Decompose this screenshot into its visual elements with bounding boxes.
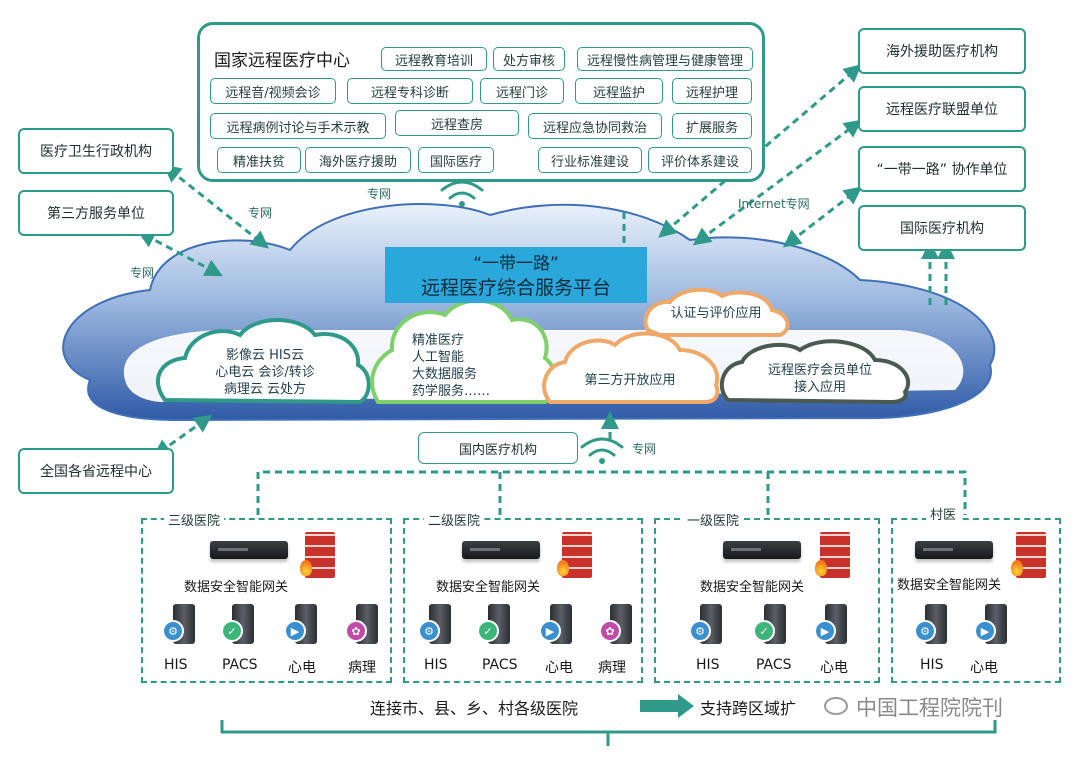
cloud-services-line: 影像云 HIS云 xyxy=(226,348,304,363)
gateway-server-icon xyxy=(915,541,993,559)
bottom-arrow-icon xyxy=(640,694,694,718)
domestic-institutions-box: 国内医疗机构 xyxy=(418,432,578,464)
service-chip: 远程查房 xyxy=(395,110,519,136)
gateway-server-icon xyxy=(210,541,288,559)
platform-title-box xyxy=(385,247,647,303)
service-chip: 评价体系建设 xyxy=(648,147,752,173)
gateway-label: 数据安全智能网关 xyxy=(700,580,805,595)
service-chip: 国际医疗 xyxy=(418,147,494,173)
cert-app-label: 认证与评价应用 xyxy=(670,306,762,321)
gateway-label: 数据安全智能网关 xyxy=(184,580,289,595)
bottom-left-caption: 连接市、县、乡、村各级医院 xyxy=(370,699,579,718)
hospital-title: 三级医院 xyxy=(164,510,225,529)
check-icon: ✓ xyxy=(753,620,775,642)
sub-cloud-cert xyxy=(643,287,790,337)
flame-icon xyxy=(300,560,312,576)
video-icon: ▶ xyxy=(284,620,306,642)
cloud-services-line: 病理云 云处方 xyxy=(223,382,307,397)
cloud-ai-line: 药学服务…… xyxy=(412,384,491,399)
gateway-label: 数据安全智能网关 xyxy=(897,578,1002,593)
gateway-server-icon xyxy=(462,541,540,559)
system-label-pacs: PACS xyxy=(482,657,518,673)
check-icon: ✓ xyxy=(477,620,499,642)
service-chip: 扩展服务 xyxy=(672,113,752,139)
system-label-ecg: 心电 xyxy=(545,660,573,676)
cloud-ai-line: 精准医疗 xyxy=(412,333,465,348)
platform-title-line1: “一带一路” xyxy=(473,254,559,274)
system-label-pathology: 病理 xyxy=(348,660,376,676)
private-net-label: 专网 xyxy=(248,206,273,220)
hospital-title: 一级医院 xyxy=(683,510,744,529)
service-chip: 远程应急协同救治 xyxy=(528,113,662,139)
private-net-label: 专网 xyxy=(632,442,657,456)
service-chip: 远程专科诊断 xyxy=(347,78,473,104)
alliance-box: 远程医疗联盟单位 xyxy=(858,86,1026,132)
video-icon: ▶ xyxy=(814,620,836,642)
system-label-pathology: 病理 xyxy=(598,660,626,676)
hospital-title: 村医 xyxy=(926,504,961,523)
service-chip: 远程慢性病管理与健康管理 xyxy=(577,47,753,71)
pathology-icon: ✿ xyxy=(345,620,367,642)
wifi-icon-top xyxy=(440,180,484,207)
watermark-text: 中国工程院院刊 xyxy=(856,696,1003,720)
private-net-label: 专网 xyxy=(130,266,155,280)
private-net-label: 专网 xyxy=(367,187,392,201)
gear-icon: ⚙ xyxy=(162,620,184,642)
belt-road-box: “一带一路” 协作单位 xyxy=(858,146,1026,192)
intl-medical-box: 国际医疗机构 xyxy=(858,205,1026,251)
gateway-label: 数据安全智能网关 xyxy=(436,580,541,595)
system-label-ecg: 心电 xyxy=(820,660,848,676)
cloud-ai-line: 大数据服务 xyxy=(412,367,478,382)
service-chip: 远程音/视频会诊 xyxy=(210,78,336,104)
health-admin-box: 医疗卫生行政机构 xyxy=(18,128,174,174)
member-app-line: 远程医疗会员单位 xyxy=(767,363,872,378)
wifi-icon-domestic xyxy=(580,437,624,464)
provincial-center-box: 全国各省远程中心 xyxy=(18,448,174,494)
overseas-aid-box: 海外援助医疗机构 xyxy=(858,28,1026,74)
service-chip: 远程门诊 xyxy=(480,78,564,104)
third-party-app-label: 第三方开放应用 xyxy=(584,373,676,388)
platform-title-line2: 远程医疗综合服务平台 xyxy=(420,277,611,299)
system-label-his: HIS xyxy=(164,657,188,673)
cloud-services-line: 心电云 会诊/转诊 xyxy=(215,365,315,380)
service-chip: 远程监护 xyxy=(575,78,663,104)
system-label-ecg: 心电 xyxy=(970,660,998,676)
flame-icon xyxy=(1011,560,1023,576)
hospital-title: 二级医院 xyxy=(424,510,485,529)
system-label-ecg: 心电 xyxy=(288,660,316,676)
system-label-his: HIS xyxy=(696,657,720,673)
service-chip: 远程教育培训 xyxy=(381,47,487,71)
flame-icon xyxy=(557,560,569,576)
check-icon: ✓ xyxy=(221,620,243,642)
flame-icon xyxy=(815,560,827,576)
third-party-box: 第三方服务单位 xyxy=(18,190,174,236)
gear-icon: ⚙ xyxy=(914,620,936,642)
system-label-pacs: PACS xyxy=(222,657,258,673)
service-chip: 远程病例讨论与手术示教 xyxy=(210,113,386,139)
video-icon: ▶ xyxy=(539,620,561,642)
watermark-chat-icon xyxy=(824,697,848,715)
cloud-ai-line: 人工智能 xyxy=(412,350,465,365)
bottom-bracket xyxy=(220,720,997,746)
system-label-his: HIS xyxy=(424,657,448,673)
internet-net-label: Internet专网 xyxy=(738,197,810,211)
service-chip: 行业标准建设 xyxy=(538,147,642,173)
national-center-title: 国家远程医疗中心 xyxy=(214,51,350,71)
gateway-server-icon xyxy=(723,541,801,559)
service-chip: 处方审核 xyxy=(493,47,565,71)
gear-icon: ⚙ xyxy=(689,620,711,642)
service-chip: 精准扶贫 xyxy=(217,147,301,173)
sub-cloud-4 xyxy=(719,339,911,405)
bottom-right-caption: 支持跨区域扩 xyxy=(700,699,797,718)
sub-cloud-1 xyxy=(155,318,371,405)
member-app-line: 接入应用 xyxy=(793,380,846,395)
video-icon: ▶ xyxy=(974,620,996,642)
gear-icon: ⚙ xyxy=(418,620,440,642)
system-label-his: HIS xyxy=(920,657,944,673)
pathology-icon: ✿ xyxy=(599,620,621,642)
system-label-pacs: PACS xyxy=(756,657,792,673)
service-chip: 远程护理 xyxy=(672,78,752,104)
service-chip: 海外医疗援助 xyxy=(305,147,411,173)
